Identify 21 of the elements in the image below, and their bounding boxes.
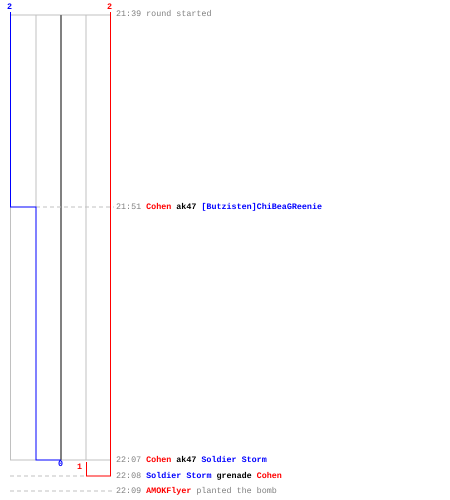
player-count: 1 <box>77 463 82 472</box>
event-time: 22:09 <box>116 486 142 496</box>
player-name: AMOKFlyer <box>146 486 192 496</box>
player-count: 2 <box>7 3 12 12</box>
weapon-name: ak47 <box>176 455 196 465</box>
player-name: Soldier Storm <box>146 471 212 481</box>
event-time: 21:39 <box>116 9 142 19</box>
player-name: Cohen <box>256 471 282 481</box>
player-name: Soldier Storm <box>201 455 267 465</box>
event-time: 22:07 <box>116 455 142 465</box>
event-text: round started <box>146 9 212 19</box>
player-name: Cohen <box>146 202 172 212</box>
player-name: [Butzisten]ChiBeaGReenie <box>201 202 322 212</box>
weapon-name: ak47 <box>176 202 196 212</box>
player-name: Cohen <box>146 455 172 465</box>
event-time: 21:51 <box>116 202 142 212</box>
event-text: planted the bomb <box>196 486 277 496</box>
player-count: 2 <box>107 3 112 12</box>
weapon-name: grenade <box>216 471 252 481</box>
event-time: 22:08 <box>116 471 142 481</box>
player-count: 0 <box>58 460 64 469</box>
